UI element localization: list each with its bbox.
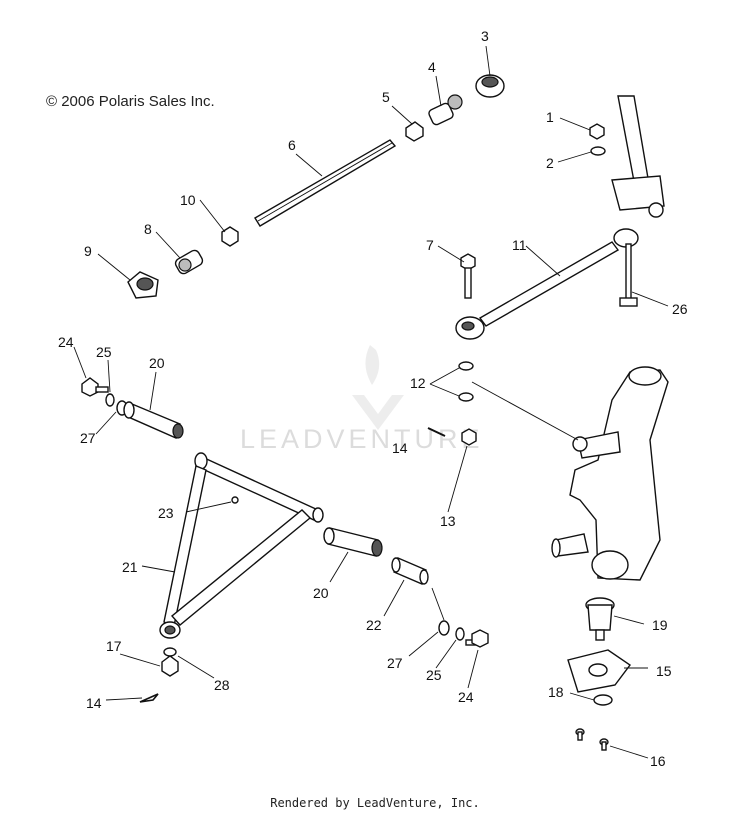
part-11-tie-rod xyxy=(455,228,639,340)
callout-2: 2 xyxy=(546,155,554,171)
part-21-a-arm xyxy=(159,452,324,639)
callout-24-right: 24 xyxy=(458,689,474,705)
part-13-nut xyxy=(461,428,477,446)
callout-28: 28 xyxy=(214,677,230,693)
part-14-cotter-pin-upper xyxy=(427,427,446,437)
callout-17: 17 xyxy=(106,638,122,654)
callout-15: 15 xyxy=(656,663,672,679)
callout-6: 6 xyxy=(288,137,296,153)
callout-21: 21 xyxy=(122,559,138,575)
leader-lines xyxy=(73,45,669,759)
part-1-nut xyxy=(589,123,605,140)
callout-7: 7 xyxy=(426,237,434,253)
part-6-tie-rod xyxy=(254,139,397,227)
callout-labels: 3 4 5 6 1 2 10 8 9 7 11 26 12 14 13 19 1… xyxy=(58,28,688,769)
part-20-pivot-tube-upper xyxy=(123,401,184,439)
part-12-washer-lower xyxy=(458,392,474,402)
callout-23: 23 xyxy=(158,505,174,521)
callout-1: 1 xyxy=(546,109,554,125)
part-9-bushing xyxy=(127,271,159,299)
part-12-washer-upper xyxy=(458,361,474,371)
callout-24-left: 24 xyxy=(58,334,74,350)
part-10-nut xyxy=(221,226,239,247)
callout-19: 19 xyxy=(652,617,668,633)
callout-14-upper: 14 xyxy=(392,440,408,456)
callout-10: 10 xyxy=(180,192,196,208)
callout-20-lower: 20 xyxy=(313,585,329,601)
callout-14-lower: 14 xyxy=(86,695,102,711)
steering-knuckle xyxy=(551,366,669,581)
part-26-bolt xyxy=(619,243,638,307)
callout-26: 26 xyxy=(672,301,688,317)
callout-5: 5 xyxy=(382,89,390,105)
callout-20-upper: 20 xyxy=(149,355,165,371)
callout-25-right: 25 xyxy=(426,667,442,683)
callout-25-left: 25 xyxy=(96,344,112,360)
callout-13: 13 xyxy=(440,513,456,529)
callout-11: 11 xyxy=(512,237,527,253)
part-4-rod-end xyxy=(428,94,463,126)
part-19-ball-joint xyxy=(585,597,615,641)
part-23-grease-fitting xyxy=(231,496,239,504)
copyright-notice: © 2006 Polaris Sales Inc. xyxy=(46,93,215,110)
part-5-nut xyxy=(405,121,424,142)
part-17-nut xyxy=(161,655,179,677)
part-22-tube xyxy=(391,557,429,585)
part-24-bolt-left xyxy=(81,377,109,397)
part-18-ring xyxy=(593,694,613,706)
part-25-washer-right xyxy=(455,627,465,641)
watermark-text: LEADVENTURE xyxy=(240,424,484,454)
footer-credit: Rendered by LeadVenture, Inc. xyxy=(270,796,480,810)
part-28-washer xyxy=(163,647,177,657)
steering-post xyxy=(611,95,665,218)
callout-22: 22 xyxy=(366,617,382,633)
callout-18: 18 xyxy=(548,684,564,700)
callout-4: 4 xyxy=(428,59,436,75)
part-16-screws xyxy=(575,728,609,751)
callout-27-left: 27 xyxy=(80,430,96,446)
callout-3: 3 xyxy=(481,28,489,44)
callout-12: 12 xyxy=(410,375,426,391)
part-8-rod-end xyxy=(174,249,204,275)
watermark-logo xyxy=(352,345,404,430)
callout-8: 8 xyxy=(144,221,152,237)
part-7-bolt xyxy=(460,253,476,299)
part-15-plate xyxy=(567,649,631,693)
part-25-washer-left xyxy=(105,393,115,407)
callout-9: 9 xyxy=(84,243,92,259)
part-14-cotter-pin-lower xyxy=(139,693,159,703)
callout-27-right: 27 xyxy=(387,655,403,671)
part-2-washer xyxy=(590,146,606,156)
part-27-washer-right xyxy=(438,620,450,636)
part-20-pivot-tube-lower xyxy=(323,527,383,557)
part-3-bushing xyxy=(475,74,505,98)
callout-16: 16 xyxy=(650,753,666,769)
part-24-bolt-right xyxy=(465,629,489,648)
